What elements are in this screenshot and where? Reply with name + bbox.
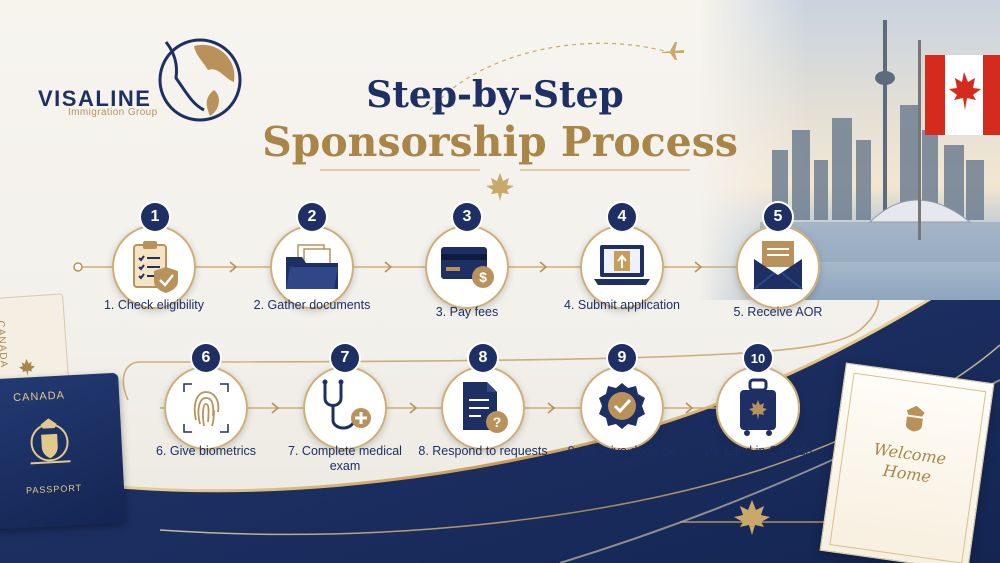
suitcase-maple-icon [740,378,776,436]
welcome-card: Welcome Home [819,362,995,563]
step-1-circle [112,225,196,309]
step-5-circle [736,225,820,309]
step-1-number: 1 [141,203,169,231]
maple-leaf-icon [18,358,35,376]
step-10-circle [716,366,800,450]
stethoscope-icon [322,379,371,430]
step-9-label: 9. Receive decision [567,444,677,458]
brand-logo-icon [158,38,242,122]
step-7-circle [303,366,387,450]
credit-card-icon: $ [441,247,494,288]
step-3-label: 3. Pay fees [435,305,499,319]
airplane-icon [662,42,684,60]
step-2-number: 2 [298,203,326,231]
passport-word: PASSPORT [25,482,83,496]
step-7-label: 7. Complete medical exam [288,444,402,473]
step-5-label: 5. Receive AOR [733,305,823,319]
fingerprint-icon [183,383,229,433]
clipboard-check-icon [133,241,178,293]
step-9-number: 9 [608,344,636,372]
passport: CANADA PASSPORT [0,372,126,530]
step-6-circle [164,366,248,450]
step-8-number: 8 [469,344,497,372]
step-2-circle [270,225,354,309]
folder-icon [286,244,338,289]
step-5-number: 5 [764,203,792,231]
boarding-pass: CANADA [0,293,77,499]
approved-seal-icon [599,383,645,429]
step-7-number: 7 [331,344,359,372]
step-8-label: 8. Respond to requests [418,444,548,458]
step-3-circle: $ [425,225,509,309]
step-9-circle [580,366,664,450]
boarding-pass-country: CANADA [0,320,9,369]
step-4-circle [580,225,664,309]
laptop-upload-icon [594,245,650,285]
step-6-number: 6 [192,344,220,372]
step-2-label: 2. Gather documents [253,298,371,312]
crest-icon [905,405,925,432]
envelope-letter-icon [753,241,803,290]
svg-text:$: $ [479,269,487,285]
step-6-label: 6. Give biometrics [155,444,257,458]
title-line-2: Sponsorship Process [262,118,738,166]
step-4-label: 4. Submit application [563,298,681,312]
step-4-number: 4 [608,203,636,231]
brand-tagline: Immigration Group [68,107,158,118]
coat-of-arms-icon [30,418,71,465]
brand-name: VISALINE [38,86,152,111]
canada-flag [925,55,1000,135]
step-8-circle: ? [441,366,525,450]
svg-text:?: ? [493,414,502,430]
step-10-number: 10 [744,344,772,372]
step-10-label: 10. Land in Canada [703,444,813,458]
passport-country: CANADA [12,389,66,405]
step-3-number: 3 [453,203,481,231]
step-1-label: 1. Check eligibility [103,298,205,312]
document-question-icon: ? [463,382,508,433]
title-line-1: Step-by-Step [366,74,624,116]
